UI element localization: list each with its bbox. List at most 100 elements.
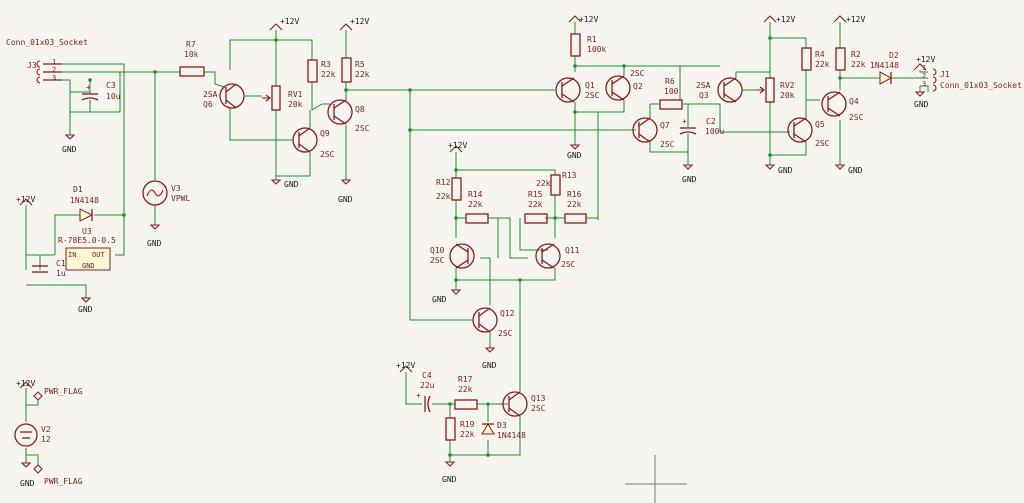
r1-ref: R1 xyxy=(587,35,597,44)
transistor-q7[interactable]: Q7 2SC xyxy=(632,117,675,149)
r4-ref: R4 xyxy=(815,50,825,59)
r13-value: 22k xyxy=(536,179,551,188)
svg-text:GND: GND xyxy=(682,175,697,184)
regulator-u3[interactable]: IN OUT GND U3 R-78E5.0-0.5 xyxy=(58,227,116,271)
diode-d1[interactable]: D1 1N4148 xyxy=(70,185,99,222)
connector-j1[interactable]: 1 2 3 J1 Conn_01x03_Socket xyxy=(922,64,1022,92)
capacitor-c1[interactable]: C1 1u xyxy=(32,259,66,278)
svg-text:GND: GND xyxy=(78,305,93,314)
source-v3[interactable]: V3 VPWL xyxy=(142,180,190,206)
capacitor-c2[interactable]: + C2 100u xyxy=(679,117,724,136)
transistor-q3[interactable]: 2SA Q3 xyxy=(696,77,743,103)
resistor-r3[interactable]: R3 22k xyxy=(307,59,336,83)
svg-text:+12V: +12V xyxy=(776,15,795,24)
capacitor-c3[interactable]: + C3 10u xyxy=(81,81,121,101)
r13-ref: R13 xyxy=(562,171,577,180)
gnd-symbol-v3: GND xyxy=(147,224,162,248)
q2-value: 2SC xyxy=(630,69,645,78)
power-12v-c4: +12V xyxy=(396,361,415,373)
j1-pin2: 2 xyxy=(922,72,926,80)
transistor-q1[interactable]: Q1 2SC xyxy=(555,77,600,103)
q10-value: 2SC xyxy=(430,256,445,265)
diode-d3[interactable]: D3 1N4148 xyxy=(481,421,526,440)
r12-value: 22k xyxy=(436,192,451,201)
diode-d2[interactable]: D2 1N4148 xyxy=(870,51,899,85)
resistor-r14[interactable]: R14 22k xyxy=(465,190,489,224)
transistor-q4[interactable]: Q4 2SC xyxy=(821,91,864,122)
v3-value: VPWL xyxy=(171,194,190,203)
svg-text:+12V: +12V xyxy=(16,195,35,204)
r14-value: 22k xyxy=(468,200,483,209)
transistor-q2[interactable]: 2SC Q2 xyxy=(605,69,645,101)
j3-pin2: 2 xyxy=(52,66,56,74)
resistor-r19[interactable]: R19 22k xyxy=(445,417,475,441)
j3-ref: J3 xyxy=(27,61,37,70)
svg-text:+12V: +12V xyxy=(916,55,935,64)
gnd-symbol-rv2: GND xyxy=(764,164,793,175)
transistor-q11[interactable]: Q11 2SC xyxy=(535,243,580,269)
svg-text:+12V: +12V xyxy=(396,361,415,370)
c1-value: 1u xyxy=(56,269,66,278)
svg-text:+12V: +12V xyxy=(579,15,598,24)
r2-value: 22k xyxy=(851,60,866,69)
r3-value: 22k xyxy=(321,70,336,79)
q10-ref: Q10 xyxy=(430,246,445,255)
r4-value: 22k xyxy=(815,60,830,69)
d3-ref: D3 xyxy=(497,421,507,430)
r6-ref: R6 xyxy=(665,77,675,86)
q11-ref: Q11 xyxy=(565,246,580,255)
transistor-q6[interactable]: 2SA Q6 xyxy=(203,83,245,109)
power-12v-r12: +12V xyxy=(448,141,467,153)
resistor-r13[interactable]: R13 22k xyxy=(536,171,577,196)
resistor-r12[interactable]: R12 22k xyxy=(436,177,462,201)
resistor-r6[interactable]: R6 100 xyxy=(659,77,683,110)
power-12v-rv1: +12V xyxy=(269,17,299,31)
connector-j3[interactable]: Conn_01x03_Socket J3 1 2 3 xyxy=(6,38,88,84)
transistor-q12[interactable]: Q12 2SC xyxy=(472,307,515,338)
resistor-r15[interactable]: R15 22k xyxy=(524,190,548,224)
r15-ref: R15 xyxy=(528,190,543,199)
q12-value: 2SC xyxy=(498,329,513,338)
resistor-r1[interactable]: R1 100k xyxy=(570,33,606,57)
r17-ref: R17 xyxy=(458,375,473,384)
resistor-r7[interactable]: R7 10k xyxy=(179,40,205,77)
svg-text:GND: GND xyxy=(338,195,353,204)
r15-value: 22k xyxy=(528,200,543,209)
transistor-q9[interactable]: Q9 2SC xyxy=(292,127,335,159)
d2-value: 1N4148 xyxy=(870,61,899,70)
c3-value: 10u xyxy=(106,92,121,101)
transistor-q5[interactable]: Q5 2SC xyxy=(787,117,830,148)
q9-ref: Q9 xyxy=(320,129,330,138)
source-v2[interactable]: V2 12 xyxy=(14,423,51,447)
transistor-q13[interactable]: Q13 2SC xyxy=(502,391,546,417)
gnd-symbol-j3: GND xyxy=(62,134,77,154)
svg-text:GND: GND xyxy=(482,361,497,370)
resistor-r2[interactable]: R2 22k xyxy=(835,47,866,71)
pot-rv2[interactable]: RV2 20k xyxy=(756,77,795,103)
resistor-r4[interactable]: R4 22k xyxy=(801,47,830,71)
pwr-flag-top: PWR_FLAG xyxy=(33,387,83,401)
q3-ref: Q3 xyxy=(699,91,709,100)
resistor-r5[interactable]: R5 22k xyxy=(341,57,370,83)
j1-value: Conn_01x03_Socket xyxy=(940,81,1022,90)
q5-value: 2SC xyxy=(815,139,830,148)
v3-ref: V3 xyxy=(171,184,181,193)
transistor-q8[interactable]: Q8 2SC xyxy=(327,99,370,133)
svg-text:GND: GND xyxy=(442,475,457,484)
capacitor-c4[interactable]: + C4 22u xyxy=(416,371,435,413)
resistor-r17[interactable]: R17 22k xyxy=(454,375,478,410)
gnd-symbol-q4: GND xyxy=(834,164,863,175)
resistor-r16[interactable]: R16 22k xyxy=(564,190,587,224)
q6-value: 2SA xyxy=(203,90,218,99)
svg-text:GND: GND xyxy=(147,239,162,248)
pot-rv1[interactable]: RV1 20k xyxy=(262,85,303,111)
u3-pin-in: IN xyxy=(68,251,76,259)
gnd-symbol-q12: GND xyxy=(482,347,497,370)
gnd-symbol-u3: GND xyxy=(78,297,93,314)
q4-value: 2SC xyxy=(849,113,864,122)
gnd-symbol-q1: GND xyxy=(567,144,582,160)
transistor-q10[interactable]: Q10 2SC xyxy=(430,243,475,269)
r12-ref: R12 xyxy=(436,178,451,187)
q13-ref: Q13 xyxy=(531,394,546,403)
r16-ref: R16 xyxy=(567,190,582,199)
